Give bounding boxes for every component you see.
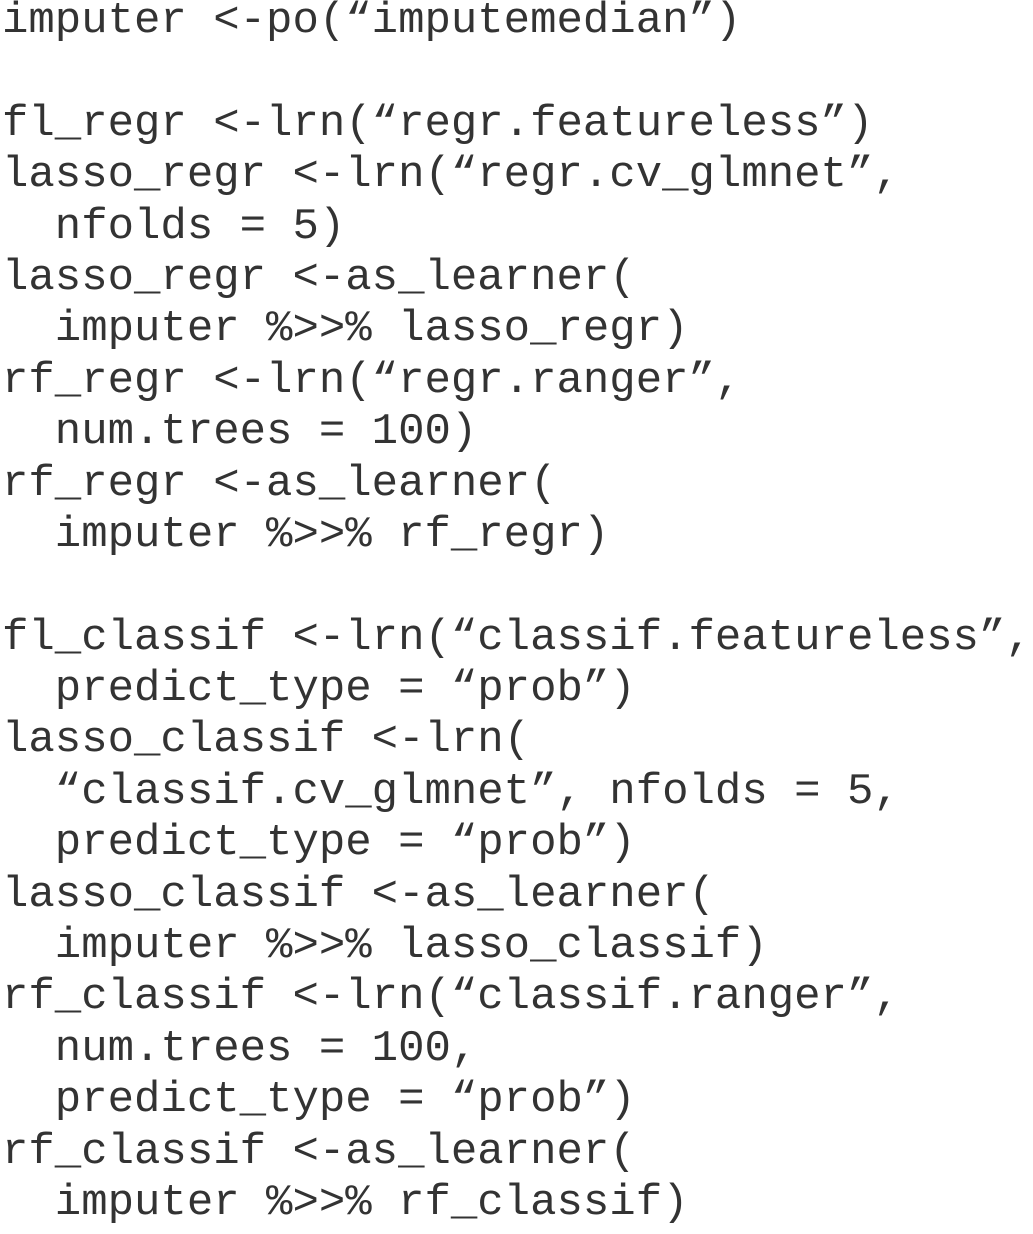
- code-line: imputer %>>% lasso_classif): [2, 921, 768, 972]
- code-line: “classif.cv_glmnet”, nfolds = 5,: [2, 766, 900, 817]
- code-line: nfolds = 5): [2, 201, 346, 252]
- code-line: lasso_classif <-lrn(: [2, 715, 531, 766]
- code-line: predict_type = “prob”): [2, 664, 636, 715]
- code-line: fl_classif <-lrn(“classif.featureless”,: [2, 612, 1032, 663]
- code-line: predict_type = “prob”): [2, 818, 636, 869]
- code-line: imputer %>>% lasso_regr): [2, 304, 689, 355]
- code-line: lasso_regr <-lrn(“regr.cv_glmnet”,: [2, 150, 900, 201]
- code-line: imputer %>>% rf_regr): [2, 509, 610, 560]
- code-line: lasso_regr <-as_learner(: [2, 252, 636, 303]
- code-line: rf_classif <-as_learner(: [2, 1126, 636, 1177]
- code-line: fl_regr <-lrn(“regr.featureless”): [2, 98, 874, 149]
- code-line: rf_regr <-lrn(“regr.ranger”,: [2, 355, 742, 406]
- code-line: imputer %>>% rf_classif): [2, 1177, 689, 1228]
- code-line: rf_regr <-as_learner(: [2, 458, 557, 509]
- code-line: lasso_classif <-as_learner(: [2, 869, 715, 920]
- code-line: [2, 561, 1032, 612]
- code-line: num.trees = 100,: [2, 1023, 478, 1074]
- code-line: rf_classif <-lrn(“classif.ranger”,: [2, 972, 900, 1023]
- code-line: imputer <-po(“imputemedian”): [2, 0, 742, 46]
- code-line: [2, 47, 1032, 98]
- code-line: num.trees = 100): [2, 407, 478, 458]
- code-line: predict_type = “prob”): [2, 1075, 636, 1126]
